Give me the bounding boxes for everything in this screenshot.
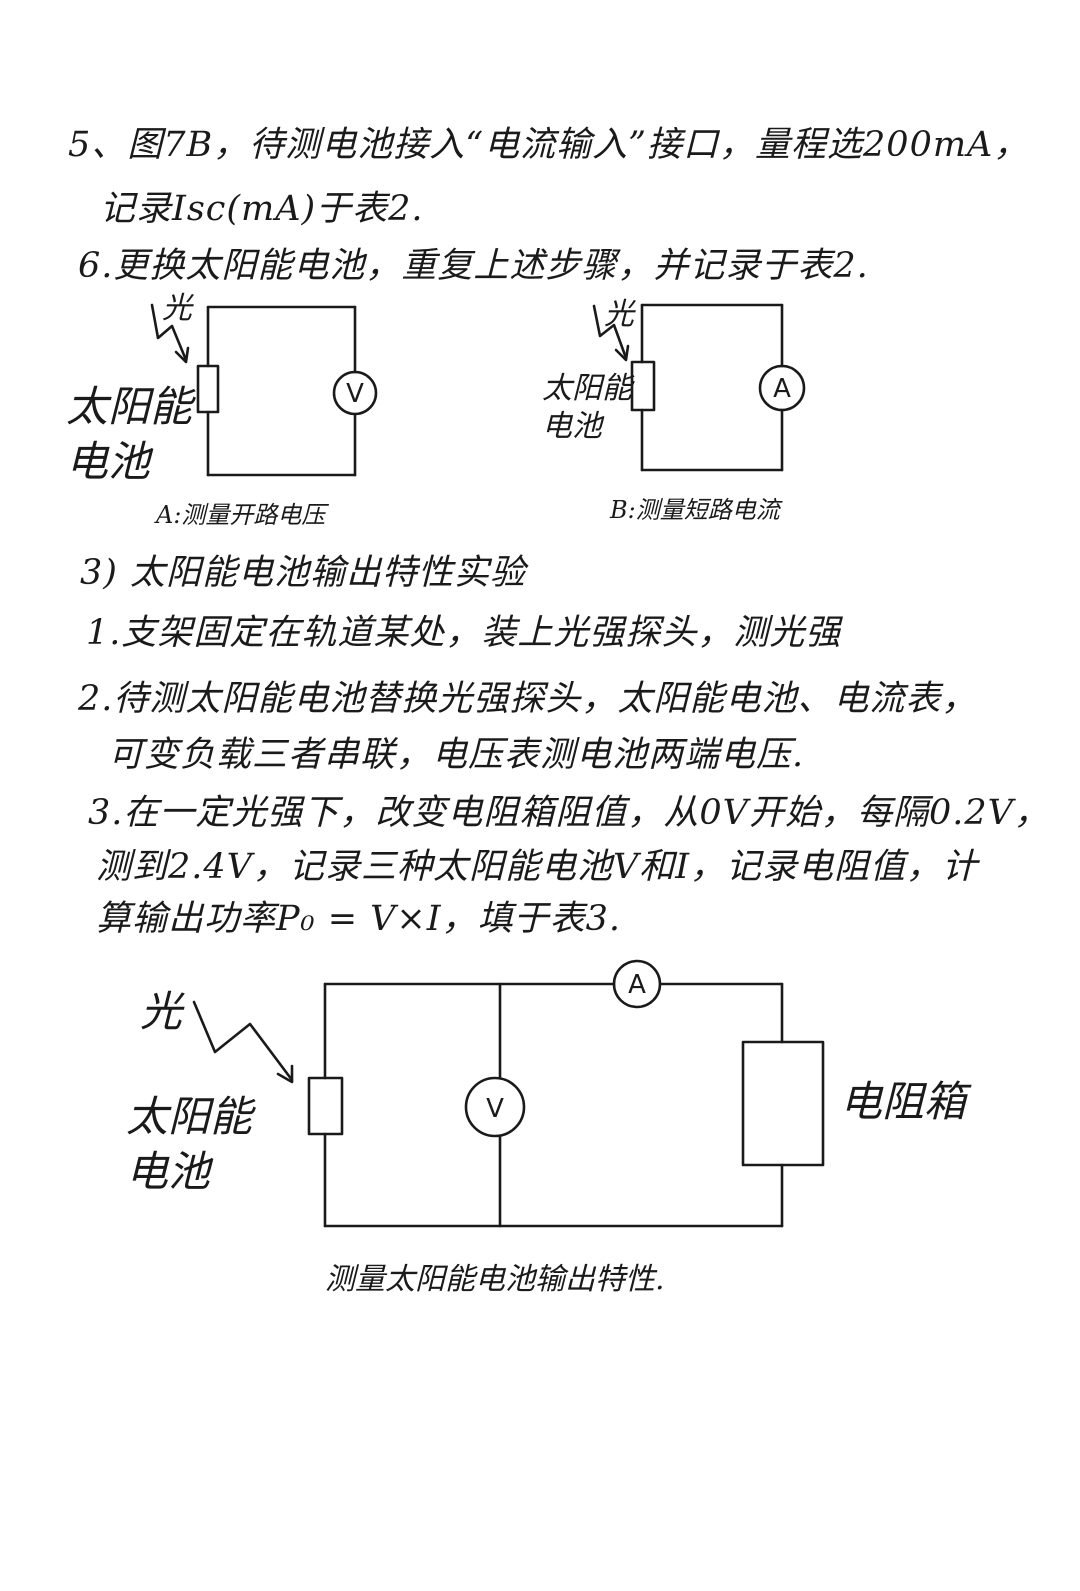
light-arrow-head — [174, 346, 190, 364]
solar-cell-symbol — [307, 1076, 344, 1136]
light-label-c: 光 — [140, 987, 183, 1036]
text-line-4: 3) 太阳能电池输出特性实验 — [80, 553, 527, 593]
caption-a: A:测量开路电压 — [156, 501, 326, 529]
text-line-9: 测到2.4V，记录三种太阳能电池V和I，记录电阻值，计 — [96, 847, 979, 887]
light-arrow-head — [614, 344, 630, 362]
ammeter-letter: A — [773, 374, 791, 404]
voltmeter-symbol — [332, 370, 378, 416]
voltmeter-letter: V — [486, 1094, 504, 1124]
caption-c: 测量太阳能电池输出特性. — [325, 1262, 665, 1297]
resistor-box-symbol — [741, 1040, 825, 1167]
text-line-7: 可变负载三者串联，电压表测电池两端电压. — [108, 735, 805, 775]
text-line-5: 1.支架固定在轨道某处，装上光强探头，测光强 — [86, 613, 842, 653]
text-line-8: 3.在一定光强下，改变电阻箱阻值，从0V开始，每隔0.2V， — [88, 793, 1050, 833]
solar-cell-symbol — [196, 364, 220, 414]
text-line-6: 2.待测太阳能电池替换光强探头，太阳能电池、电流表， — [78, 679, 978, 719]
solar-cell-label-b: 太阳能 电池 — [542, 371, 632, 444]
light-arrow — [592, 304, 628, 360]
light-label-b: 光 — [604, 297, 634, 332]
resistor-box-label: 电阻箱 — [840, 1077, 967, 1126]
solar-cell-symbol — [630, 360, 656, 412]
light-arrow-head — [276, 1064, 294, 1084]
light-arrow — [192, 1000, 294, 1082]
solar-cell-label-c: 太阳能 电池 — [126, 1092, 253, 1196]
text-line-10: 算输出功率P₀ = V×I，填于表3. — [96, 899, 621, 939]
text-line-1: 5、图7B，待测电池接入“电流输入”接口，量程选200mA， — [68, 125, 1030, 165]
light-arrow — [150, 303, 188, 362]
voltmeter-symbol — [464, 1076, 526, 1138]
solar-cell-label-a: 太阳能 电池 — [66, 382, 193, 486]
light-label-a: 光 — [162, 291, 192, 326]
ammeter-letter: A — [628, 970, 646, 1000]
text-line-2: 记录Isc(mA)于表2. — [100, 189, 424, 229]
ammeter-symbol — [758, 364, 806, 412]
text-line-3: 6.更换太阳能电池，重复上述步骤，并记录于表2. — [78, 246, 869, 286]
voltmeter-letter: V — [346, 379, 364, 409]
caption-b: B:测量短路电流 — [610, 496, 780, 524]
ammeter-symbol — [612, 959, 662, 1009]
